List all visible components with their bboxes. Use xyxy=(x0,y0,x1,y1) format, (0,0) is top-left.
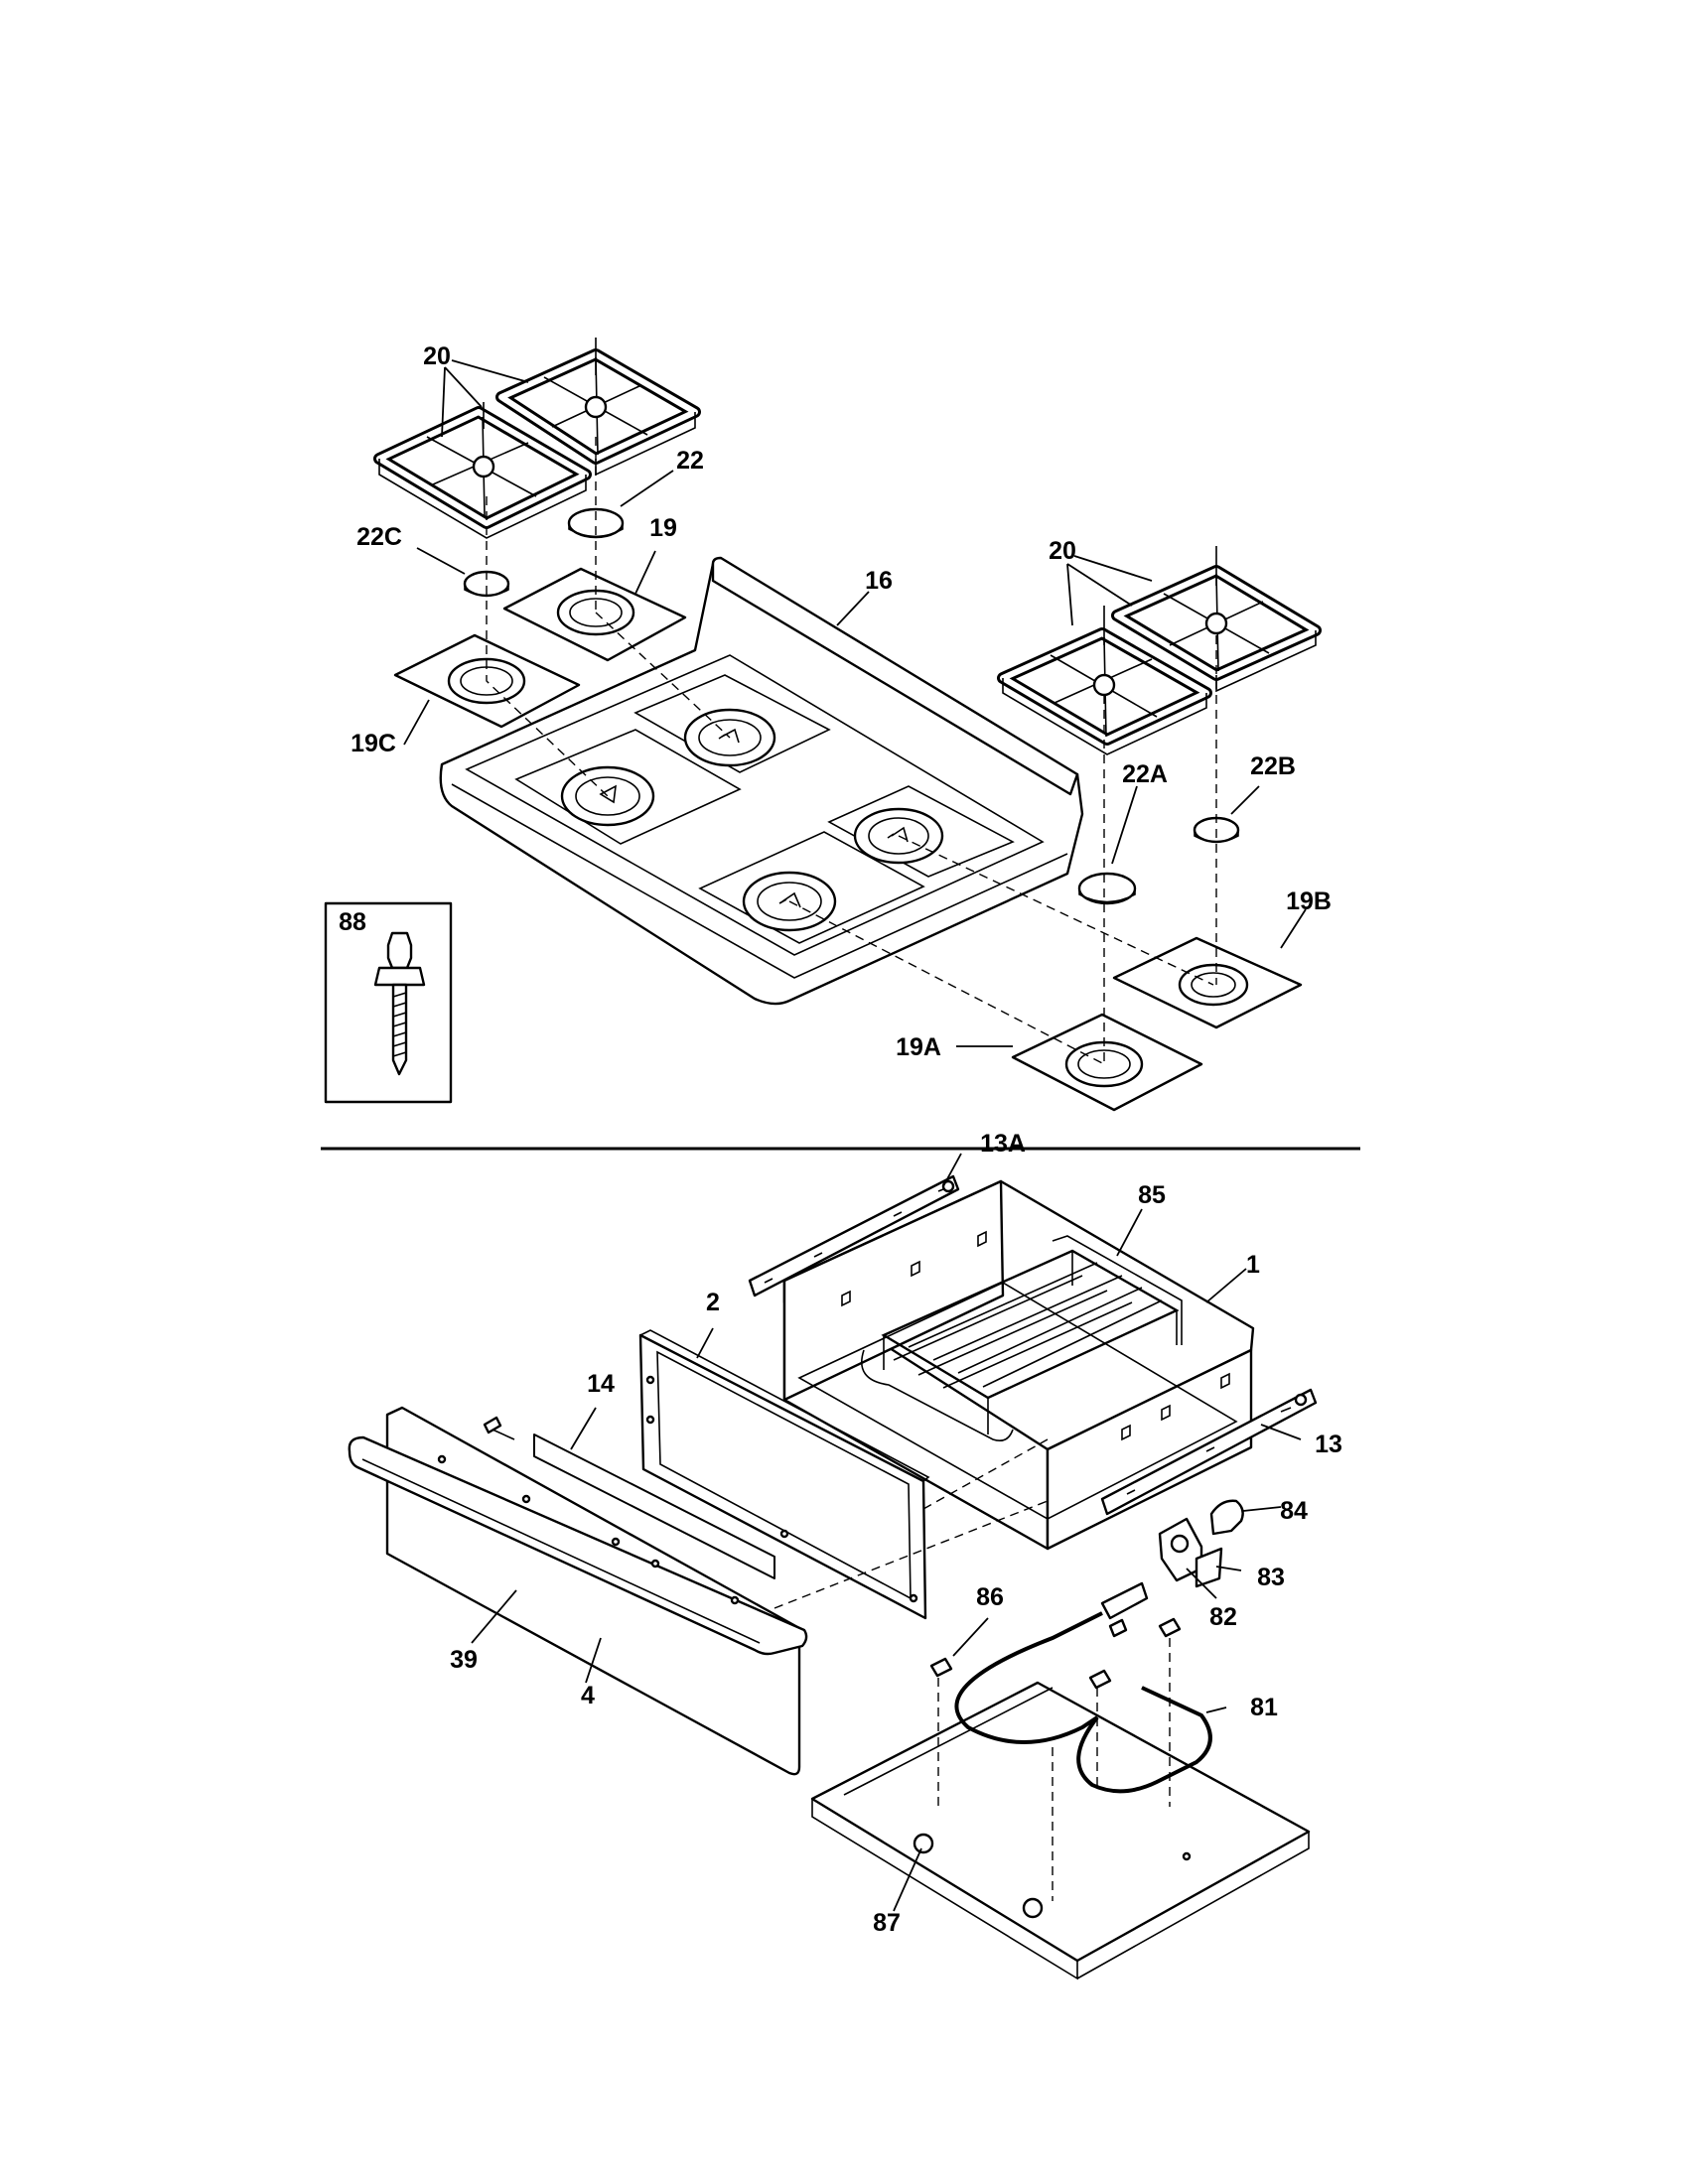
callout-22a: 22A xyxy=(1122,760,1168,788)
burner-caps xyxy=(463,507,1240,905)
callout-86: 86 xyxy=(976,1583,1004,1611)
callout-labels: 20 22 22C 19 16 19C 20 22A 22B 19B 19A 8… xyxy=(339,342,1342,1937)
callout-2: 2 xyxy=(706,1289,720,1316)
drawer-body xyxy=(782,1179,1255,1551)
screw xyxy=(483,1416,515,1440)
callout-14: 14 xyxy=(587,1370,615,1398)
drawer-frame xyxy=(638,1329,930,1620)
bottom-panel xyxy=(810,1681,1311,1980)
callout-22c: 22C xyxy=(356,523,402,551)
callout-13a: 13A xyxy=(980,1130,1026,1158)
callout-22b: 22B xyxy=(1250,752,1296,780)
callout-83: 83 xyxy=(1257,1564,1285,1591)
callout-16: 16 xyxy=(865,567,893,595)
callout-20-left: 20 xyxy=(423,342,451,370)
callout-19c: 19C xyxy=(351,730,396,757)
gasket-strip xyxy=(533,1433,775,1579)
drawer-rack xyxy=(861,1235,1183,1442)
bake-element xyxy=(954,1581,1212,1794)
lamp-assembly xyxy=(1158,1499,1244,1588)
callout-22: 22 xyxy=(676,447,704,475)
bottom-leader-lines xyxy=(471,1153,1302,1912)
callout-4: 4 xyxy=(581,1682,595,1709)
drawer-front xyxy=(348,1406,808,1776)
element-clips xyxy=(929,1617,1182,1690)
callout-13: 13 xyxy=(1315,1431,1342,1458)
bottom-alignment-lines xyxy=(774,1438,1171,1901)
main-top-panel xyxy=(439,556,1084,1006)
callout-85: 85 xyxy=(1138,1181,1166,1209)
drawer-slides xyxy=(748,1174,1318,1516)
inset-box-88 xyxy=(324,901,453,1104)
callout-20-right: 20 xyxy=(1049,537,1076,565)
right-burner-grates xyxy=(997,546,1322,755)
callout-19a: 19A xyxy=(896,1033,941,1061)
callout-39: 39 xyxy=(450,1646,478,1674)
callout-88: 88 xyxy=(339,908,366,936)
callout-81: 81 xyxy=(1250,1694,1278,1721)
top-leader-lines xyxy=(403,359,1307,1047)
callout-87: 87 xyxy=(873,1909,901,1937)
top-alignment-lines xyxy=(486,437,1217,1065)
callout-82: 82 xyxy=(1209,1603,1237,1631)
left-burner-grates xyxy=(373,338,701,539)
callout-1: 1 xyxy=(1246,1251,1260,1279)
callout-19: 19 xyxy=(649,514,677,542)
callout-19b: 19B xyxy=(1286,887,1332,915)
callout-84: 84 xyxy=(1280,1497,1308,1525)
